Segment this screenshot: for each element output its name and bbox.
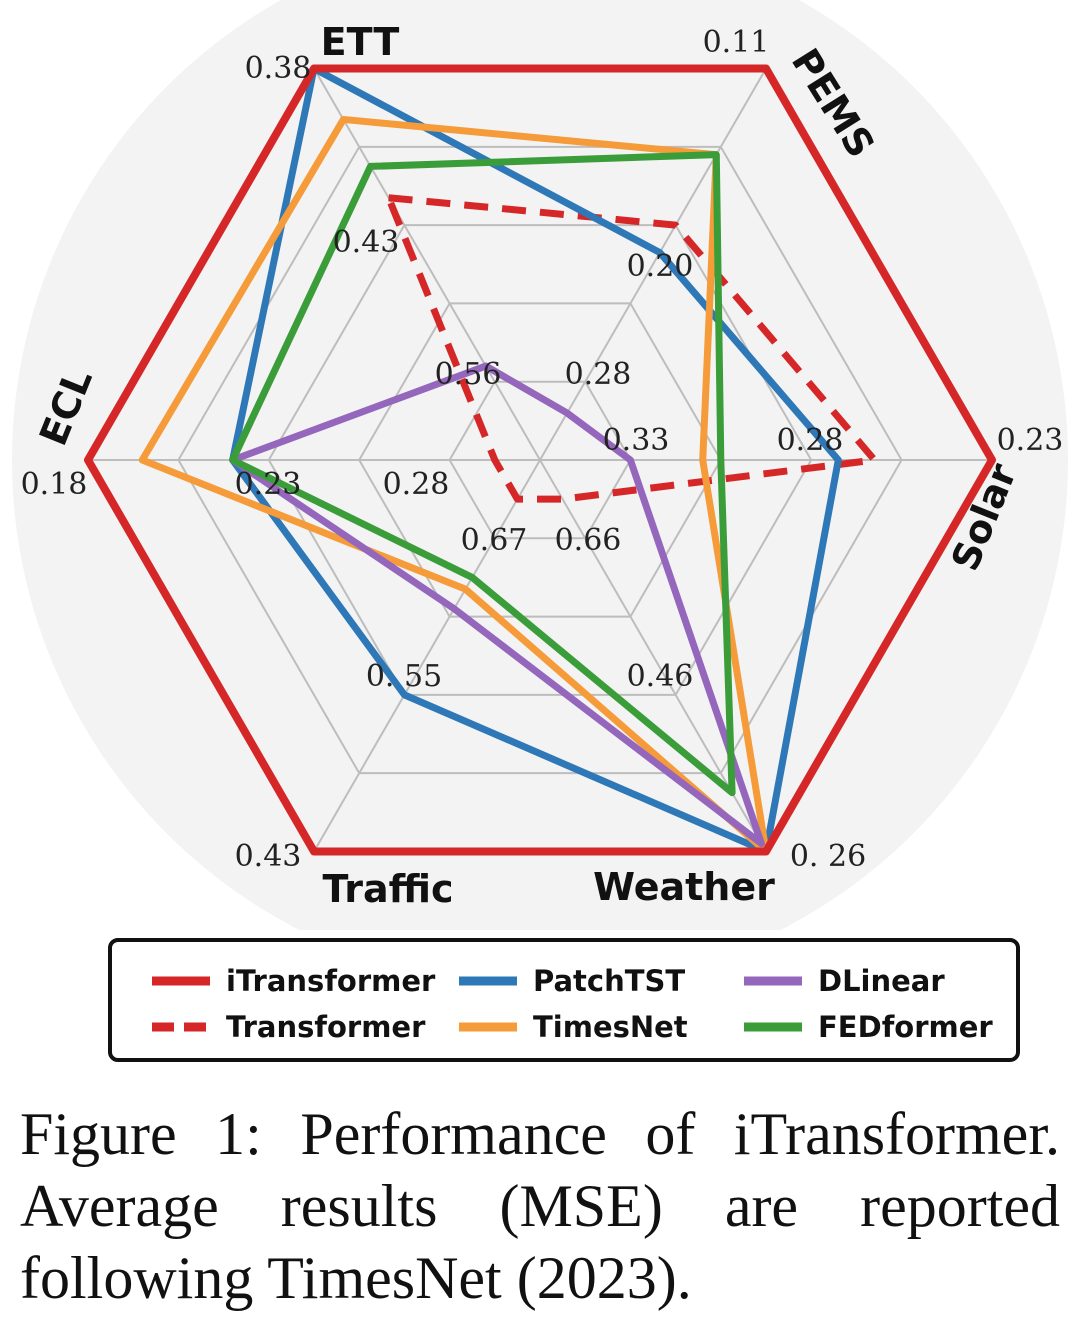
- legend-label-fedformer: FEDformer: [818, 1010, 993, 1044]
- legend-label-itransformer: iTransformer: [226, 964, 436, 998]
- tick-label-weather-2: 0.66: [555, 523, 622, 558]
- legend-item-itransformer: iTransformer: [150, 964, 435, 998]
- figure-caption: Figure 1: Performance of iTransformer. A…: [20, 1101, 1060, 1311]
- tick-label-ecl-1: 0.23: [235, 467, 302, 502]
- grid-spoke-4: [313, 459, 541, 852]
- legend-swatch-fedformer: [744, 1022, 802, 1032]
- tick-label-weather-0: 0. 26: [790, 839, 866, 874]
- legend-item-patchtst: PatchTST: [457, 964, 685, 998]
- legend-label-timesnet: TimesNet: [533, 1010, 688, 1044]
- legend-item-timesnet: TimesNet: [457, 1010, 688, 1044]
- tick-label-pems-1: 0.20: [627, 249, 694, 284]
- tick-label-pems-0: 0.11: [703, 25, 770, 60]
- legend: iTransformer Transformer PatchTST TimesN…: [108, 938, 1020, 1062]
- legend-item-transformer: Transformer: [150, 1010, 425, 1044]
- tick-label-solar-1: 0.28: [777, 423, 844, 458]
- series-itransformer: [84, 64, 996, 856]
- radar-chart: 0.38 0.43 0.56 0.11 0.20 0.28 0.23 0.28 0.33 0. 2…: [12, 0, 1068, 930]
- tick-labels: 0.38 0.43 0.56 0.11 0.20 0.28 0.23 0.28 0.33 0. 2…: [21, 25, 1064, 874]
- tick-label-traffic-0: 0.43: [235, 839, 302, 874]
- tick-label-weather-1: 0.46: [627, 659, 694, 694]
- series-layer: [84, 64, 996, 856]
- grid-spoke-1: [539, 68, 767, 461]
- tick-label-solar-2: 0.33: [603, 423, 670, 458]
- legend-swatch-itransformer: [152, 976, 210, 986]
- tick-label-ett-1: 0.43: [333, 225, 400, 260]
- tick-label-traffic-2: 0.67: [461, 523, 528, 558]
- tick-label-ecl-2: 0.28: [383, 467, 450, 502]
- legend-swatch-timesnet: [459, 1022, 517, 1032]
- tick-label-ett-0: 0.38: [245, 51, 312, 86]
- tick-label-solar-0: 0.23: [997, 423, 1064, 458]
- legend-label-dlinear: DLinear: [818, 964, 945, 998]
- axis-name-traffic: Traffic: [322, 867, 453, 911]
- tick-label-pems-2: 0.28: [565, 357, 632, 392]
- axis-name-ett: ETT: [321, 20, 400, 64]
- legend-swatch-transformer: [152, 1022, 210, 1032]
- legend-swatch-dlinear: [744, 976, 802, 986]
- axis-name-weather: Weather: [593, 865, 775, 909]
- series-fedformer: [229, 151, 736, 797]
- legend-item-fedformer: FEDformer: [742, 1010, 993, 1044]
- tick-label-traffic-1: 0. 55: [366, 659, 442, 694]
- tick-label-ett-2: 0.56: [435, 357, 502, 392]
- legend-swatch-patchtst: [459, 976, 517, 986]
- grid-spoke-0: [313, 68, 541, 461]
- series-transformer: [385, 194, 878, 503]
- legend-label-transformer: Transformer: [226, 1010, 426, 1044]
- legend-label-patchtst: PatchTST: [533, 964, 686, 998]
- legend-item-dlinear: DLinear: [742, 964, 945, 998]
- tick-label-ecl-0: 0.18: [21, 467, 88, 502]
